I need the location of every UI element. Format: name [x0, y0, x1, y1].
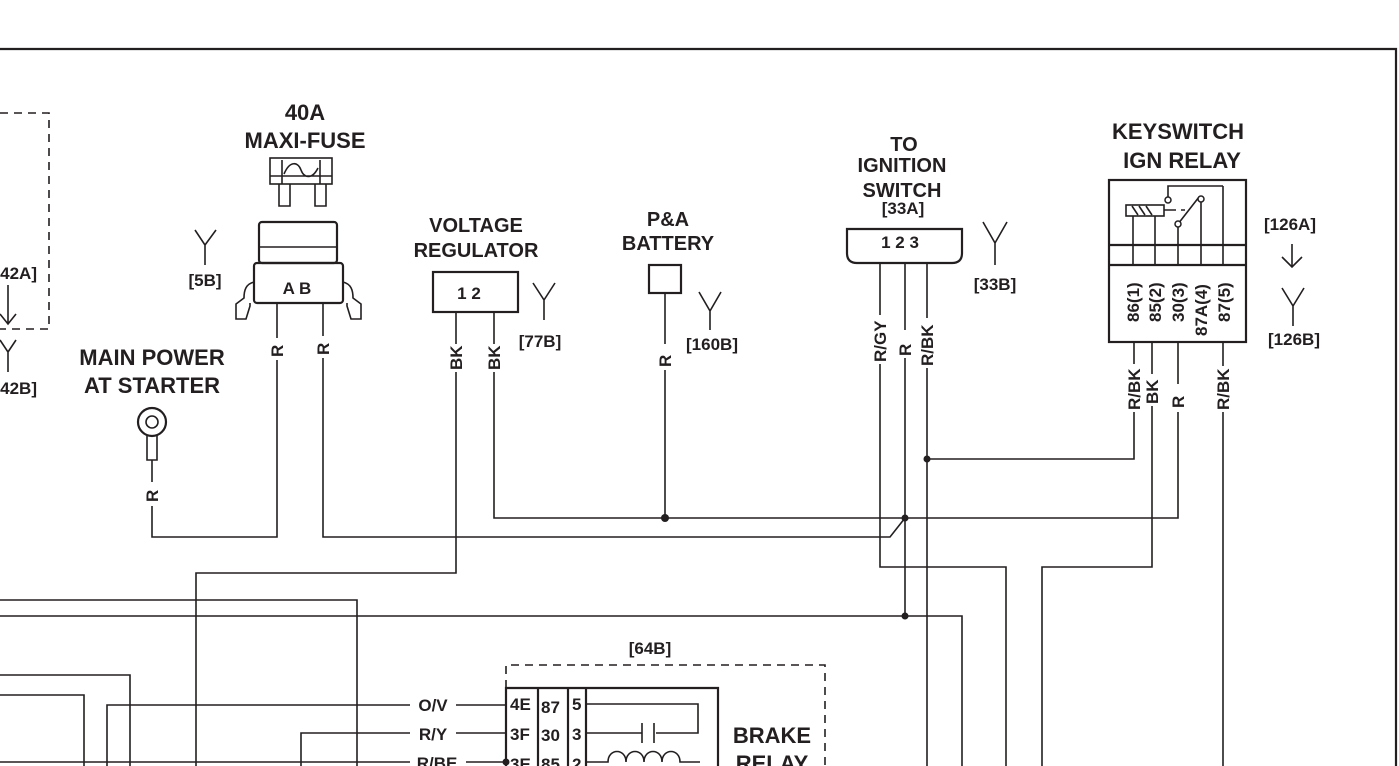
- brake-pin: 85: [541, 755, 560, 766]
- brake-pin: 87: [541, 698, 560, 717]
- wire-label: R/Y: [419, 725, 448, 744]
- battery-title-1: P&A: [647, 209, 689, 231]
- junction-dot: [901, 612, 909, 620]
- pa-battery: P&A BATTERY [160B]: [622, 209, 738, 354]
- main-power-title-1: MAIN POWER: [79, 345, 225, 370]
- wire-label: R: [656, 355, 675, 367]
- keyswitch-ign-relay: KEYSWITCH IGN RELAY 86(1) 85(2) 30(3) 87…: [1107, 119, 1320, 349]
- ks-pin-86: 86(1): [1124, 282, 1143, 322]
- wire-labels: R R R BK BK R R/GY R R/BK R/BK BK R R/BK…: [143, 320, 1233, 766]
- ref-160b: [160B]: [686, 335, 738, 354]
- connector-y-icon: [698, 291, 722, 330]
- battery-title-2: BATTERY: [622, 233, 715, 255]
- wire-label: BK: [447, 345, 466, 370]
- left-connector-42: [42A] [42B]: [0, 112, 50, 398]
- ks-title-2: IGN RELAY: [1123, 148, 1241, 173]
- vr-pins: 1 2: [457, 284, 481, 303]
- connector-y-icon: [532, 282, 556, 320]
- ref-64b: [64B]: [629, 639, 672, 658]
- brake-pin: 5: [572, 695, 581, 714]
- connector-y-icon: [194, 229, 217, 265]
- arrow-down-icon: [0, 285, 17, 326]
- diagram-frame: [0, 47, 1398, 766]
- main-power-title-2: AT STARTER: [84, 373, 220, 398]
- relay-switch-icon: [1125, 185, 1224, 265]
- ref-5b: [5B]: [188, 271, 221, 290]
- wire-label: R/BK: [1214, 368, 1233, 410]
- brake-relay-title-2: RELAY: [736, 751, 809, 766]
- wires: [0, 263, 1224, 766]
- ref-42b: [42B]: [0, 379, 37, 398]
- wire-label: BK: [485, 345, 504, 370]
- ks-pin-30: 30(3): [1169, 282, 1188, 322]
- brake-pin: 2: [572, 755, 581, 766]
- fuse-pins: A B: [283, 279, 312, 298]
- maxi-fuse: 40A MAXI-FUSE A B [5B]: [188, 100, 366, 320]
- main-power-at-starter: MAIN POWER AT STARTER: [79, 345, 225, 461]
- ign-pins: 1 2 3: [881, 233, 919, 252]
- wire-label: R/GY: [871, 320, 890, 362]
- ks-pin-87a: 87A(4): [1192, 284, 1211, 336]
- connector-y-icon: [0, 339, 17, 372]
- ref-42a: [42A]: [0, 264, 37, 283]
- ks-pin-85: 85(2): [1146, 282, 1165, 322]
- brake-pin: 3F: [510, 725, 530, 744]
- ref-33a: [33A]: [882, 199, 925, 218]
- arrow-down-icon: [1281, 244, 1303, 269]
- fuse-title-2: MAXI-FUSE: [245, 128, 366, 153]
- vr-title-1: VOLTAGE: [429, 215, 523, 237]
- ks-pin-87: 87(5): [1215, 282, 1234, 322]
- wire-label: R: [268, 345, 287, 357]
- connector-y-icon: [1281, 287, 1305, 326]
- wire-label: R: [143, 490, 162, 502]
- voltage-regulator: VOLTAGE REGULATOR 1 2 [77B]: [414, 215, 562, 351]
- brake-relay: [64B] 4E 87 5 3F 30 3 3E 85 2 BRAKE RELA…: [504, 639, 826, 766]
- ref-33b: [33B]: [974, 275, 1017, 294]
- wire-label: R: [1169, 396, 1188, 408]
- wire-label: BK: [1143, 379, 1162, 404]
- ref-77b: [77B]: [519, 332, 562, 351]
- wire-label: R/BE: [417, 754, 458, 766]
- ign-title-1: TO: [890, 134, 917, 156]
- ref-126b: [126B]: [1268, 330, 1320, 349]
- wire-label: O/V: [418, 696, 448, 715]
- brake-pin: 3: [572, 725, 581, 744]
- junction-dot: [923, 455, 931, 463]
- fuse-title-1: 40A: [285, 100, 325, 125]
- wire-label: R/BK: [1125, 368, 1144, 410]
- ref-126a: [126A]: [1264, 215, 1316, 234]
- wire-label: R/BK: [918, 324, 937, 366]
- vr-title-2: REGULATOR: [414, 240, 539, 262]
- brake-pin: 4E: [510, 695, 531, 714]
- fuse-icon: [269, 157, 333, 207]
- brake-pin: 3E: [510, 755, 531, 766]
- ks-title-1: KEYSWITCH: [1112, 119, 1244, 144]
- ign-title-3: SWITCH: [863, 180, 942, 202]
- connector-y-icon: [982, 221, 1008, 265]
- relay-contact-icon: [586, 703, 699, 743]
- junction-dot: [661, 514, 669, 522]
- relay-coil-icon: [586, 750, 700, 763]
- brake-pin: 30: [541, 726, 560, 745]
- wire-label: R: [896, 344, 915, 356]
- brake-relay-title-1: BRAKE: [733, 723, 811, 748]
- junction-dot: [901, 514, 909, 522]
- ignition-switch-connector: TO IGNITION SWITCH [33A] 1 2 3 [33B]: [845, 134, 1017, 294]
- wire-label: R: [314, 343, 333, 355]
- ring-terminal-icon: [136, 406, 168, 461]
- ign-title-2: IGNITION: [858, 155, 947, 177]
